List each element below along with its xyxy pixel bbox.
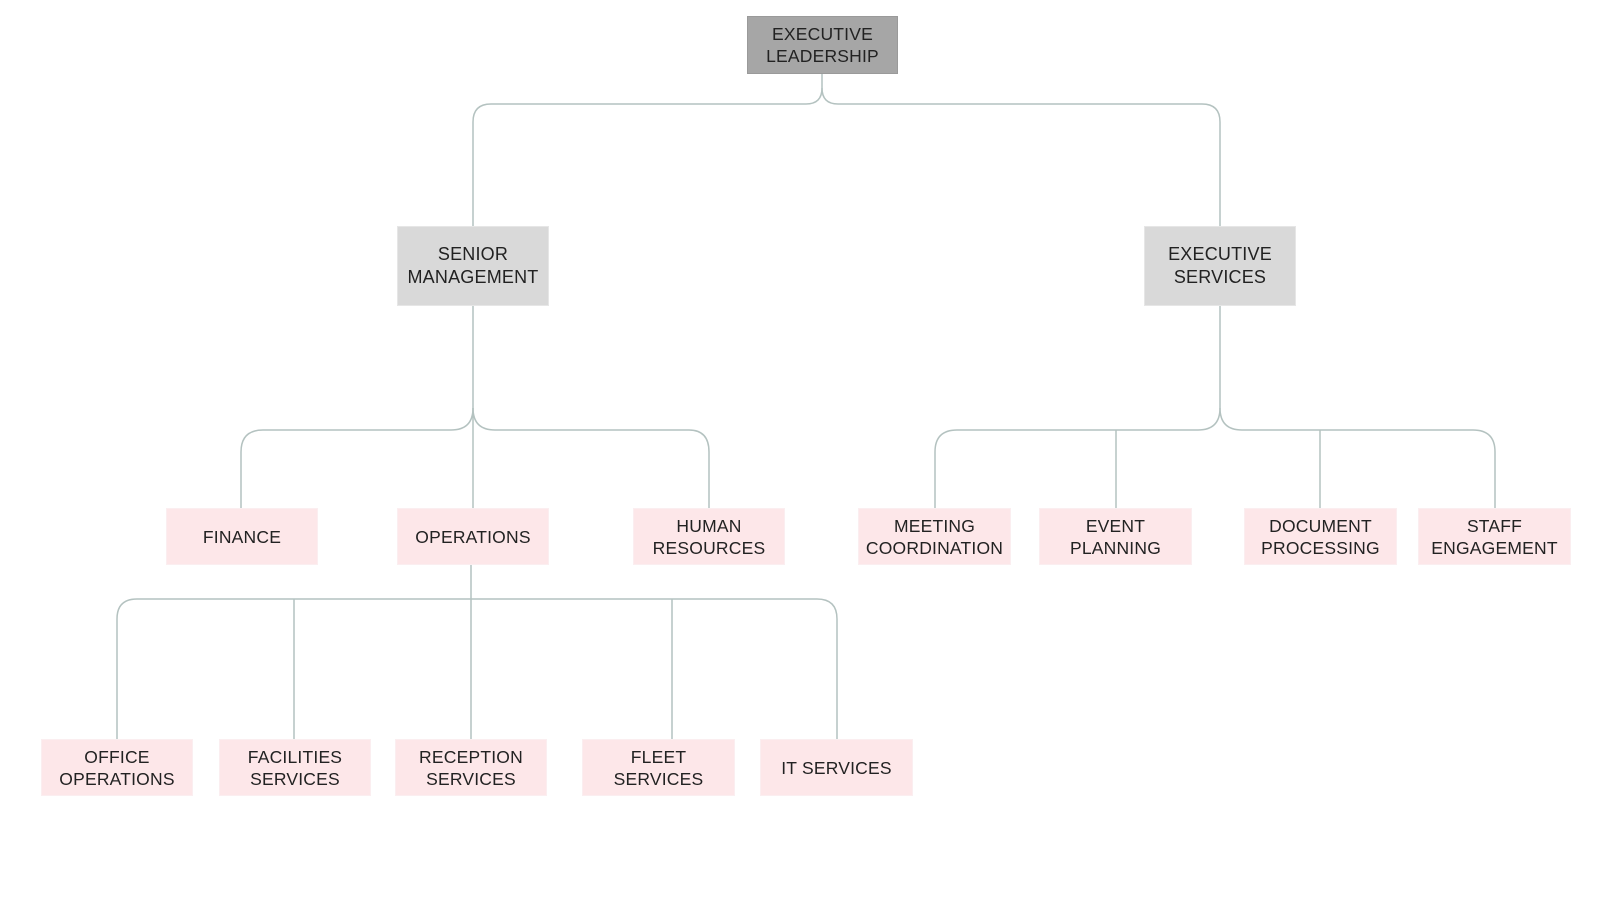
node-event-planning: EVENT PLANNING: [1039, 508, 1192, 565]
node-reception-services: RECEPTION SERVICES: [395, 739, 547, 796]
node-document-processing: DOCUMENT PROCESSING: [1244, 508, 1397, 565]
connector-operations-to-office-operations: [116, 564, 472, 739]
node-facilities-services: FACILITIES SERVICES: [219, 739, 371, 796]
connector-root-to-senior-management: [472, 74, 823, 226]
node-it-services: IT SERVICES: [760, 739, 913, 796]
node-human-resources: HUMAN RESOURCES: [633, 508, 785, 565]
node-executive-services: EXECUTIVE SERVICES: [1144, 226, 1296, 306]
connector-executive-services-to-staff-engagement: [1219, 407, 1496, 508]
node-meeting-coordination: MEETING COORDINATION: [858, 508, 1011, 565]
node-office-operations: OFFICE OPERATIONS: [41, 739, 193, 796]
node-executive-leadership: EXECUTIVE LEADERSHIP: [747, 16, 898, 74]
connector-senior-management-to-finance: [240, 306, 474, 508]
node-fleet-services: FLEET SERVICES: [582, 739, 735, 796]
connector-operations-to-it-services: [471, 598, 838, 739]
node-senior-management: SENIOR MANAGEMENT: [397, 226, 549, 306]
connector-executive-services-to-meeting-coordination: [934, 306, 1221, 508]
node-operations: OPERATIONS: [397, 508, 549, 565]
node-finance: FINANCE: [166, 508, 318, 565]
connector-senior-management-to-human-resources: [472, 407, 710, 508]
connector-root-to-executive-services: [821, 87, 1221, 226]
node-staff-engagement: STAFF ENGAGEMENT: [1418, 508, 1571, 565]
